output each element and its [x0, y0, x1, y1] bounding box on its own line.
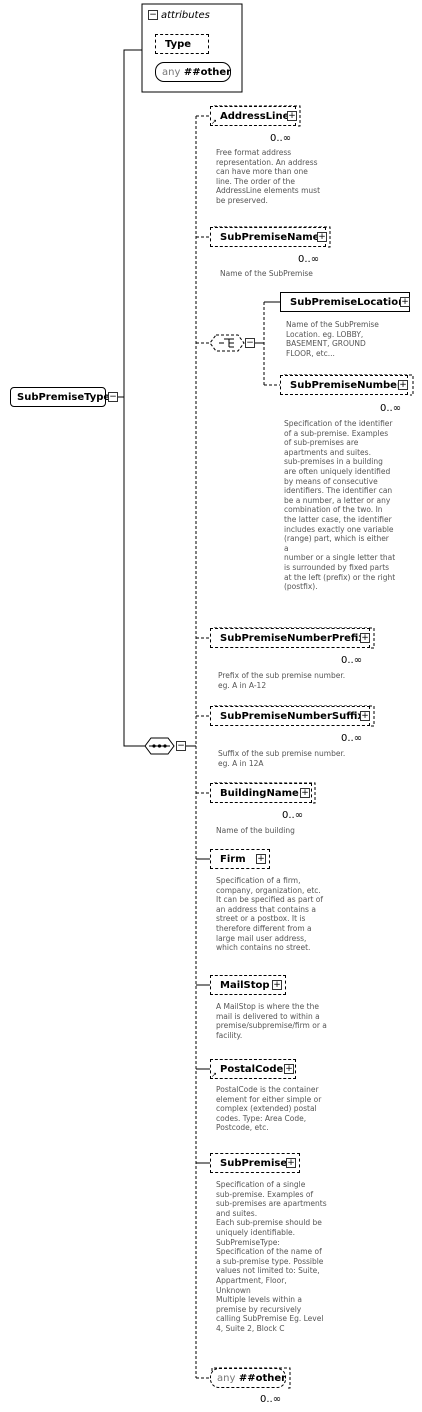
occurrence-label: 0..∞: [341, 655, 363, 666]
occurrence-label: 0..∞: [270, 133, 292, 144]
element-documentation: Prefix of the sub premise number. eg. A …: [218, 671, 346, 690]
occurrence-label: 0..∞: [298, 254, 320, 265]
element-documentation: Name of the building: [216, 826, 295, 835]
attribute-any-other[interactable]: any ##other: [155, 62, 231, 82]
element-documentation: Name of the SubPremise Location. eg. LOB…: [286, 320, 379, 358]
element-documentation: Free format address representation. An a…: [216, 148, 321, 205]
element-documentation: Suffix of the sub premise number. eg. A …: [218, 749, 346, 768]
expand-icon[interactable]: +: [284, 1064, 294, 1074]
occurrence-label: 0..∞: [260, 1394, 282, 1405]
element-mailstop[interactable]: MailStop: [210, 975, 286, 995]
element-documentation: Specification of a single sub-premise. E…: [216, 1180, 327, 1333]
element-subpremisenumbersuffix[interactable]: SubPremiseNumberSuffix: [210, 706, 370, 726]
choice-compositor-shape: [209, 334, 245, 352]
occurrence-label: 0..∞: [341, 733, 363, 744]
expand-icon[interactable]: +: [287, 111, 297, 121]
element-subpremise[interactable]: SubPremise: [210, 1153, 300, 1173]
element-documentation: Specification of a firm, company, organi…: [216, 876, 324, 953]
expand-icon[interactable]: +: [398, 380, 408, 390]
element-subpremisenumberprefix[interactable]: SubPremiseNumberPrefix: [210, 628, 370, 648]
any-keyword: any: [217, 1373, 236, 1384]
element-subpremiselocation[interactable]: SubPremiseLocation: [280, 292, 410, 312]
choice-collapse-icon[interactable]: −: [245, 338, 255, 348]
element-addressline[interactable]: AddressLine: [210, 106, 296, 126]
reference-arrow-icon: ↗: [211, 1071, 217, 1079]
element-buildingname[interactable]: BuildingName: [210, 783, 312, 803]
element-firm[interactable]: Firm: [210, 849, 270, 869]
expand-icon[interactable]: +: [400, 297, 410, 307]
attribute-type[interactable]: Type: [155, 34, 209, 54]
attribute-type-label: Type: [165, 39, 192, 50]
root-element-label: SubPremiseType: [17, 392, 111, 403]
occurrence-label: 0..∞: [282, 810, 304, 821]
any-namespace: ##other: [238, 1373, 287, 1384]
attributes-title: attributes: [161, 10, 210, 21]
element-documentation: Specification of the identifier of a sub…: [284, 419, 396, 592]
element-postalcode[interactable]: PostalCode: [210, 1059, 296, 1079]
reference-arrow-icon: ↗: [211, 118, 217, 126]
attributes-collapse-icon[interactable]: −: [148, 10, 158, 20]
expand-icon[interactable]: +: [360, 633, 370, 643]
collapse-toggle-icon[interactable]: −: [108, 392, 118, 402]
any-keyword: any: [162, 67, 181, 78]
root-sequence-connector: [123, 397, 145, 747]
sequence-collapse-icon[interactable]: −: [176, 741, 186, 751]
occurrence-label: 0..∞: [380, 403, 402, 414]
expand-icon[interactable]: +: [360, 711, 370, 721]
expand-icon[interactable]: +: [272, 980, 282, 990]
root-attributes-connector: [118, 49, 142, 398]
expand-icon[interactable]: +: [300, 788, 310, 798]
any-namespace: ##other: [183, 67, 232, 78]
element-subpremisename[interactable]: SubPremiseName: [210, 227, 326, 247]
element-any-other[interactable]: any ##other: [210, 1368, 286, 1388]
expand-icon[interactable]: +: [286, 1158, 296, 1168]
element-documentation: Name of the SubPremise: [220, 269, 313, 278]
element-subpremisenumber[interactable]: SubPremiseNumber: [280, 375, 408, 395]
element-documentation: A MailStop is where the the mail is deli…: [216, 1002, 327, 1040]
element-documentation: PostalCode is the container element for …: [216, 1085, 322, 1133]
root-element-subpremisetype[interactable]: SubPremiseType: [10, 387, 110, 407]
expand-icon[interactable]: +: [256, 854, 266, 864]
expand-icon[interactable]: +: [317, 232, 327, 242]
